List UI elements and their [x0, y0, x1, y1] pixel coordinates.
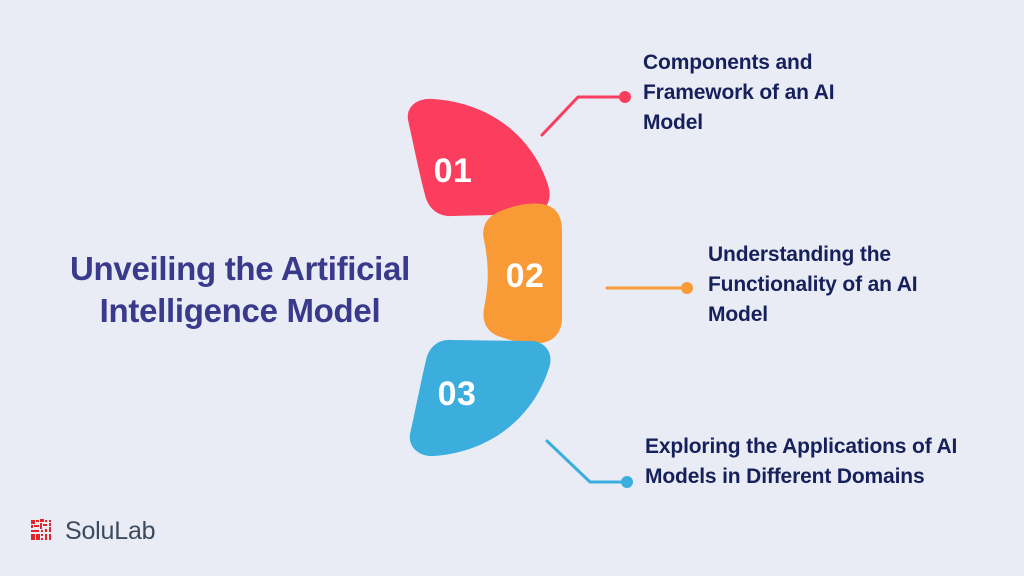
step-label-1: Components and Framework of an AI Model	[643, 51, 835, 134]
segment-number-01: 01	[434, 152, 473, 190]
logo-text: SoluLab	[65, 516, 156, 545]
logo[interactable]: SoluLab	[30, 516, 156, 545]
arc-segment-02[interactable]: 02	[483, 203, 562, 344]
step-label-2: Understanding the Functionality of an AI…	[708, 243, 918, 326]
arc-segment-03[interactable]: 03	[409, 339, 551, 457]
segment-shape-blue	[409, 339, 551, 457]
solulab-mark-icon	[31, 519, 51, 540]
segment-shape-orange	[483, 203, 562, 344]
step-label-3: Exploring the Applications of AI Models …	[645, 435, 958, 488]
segment-shape-red	[407, 98, 550, 217]
connector-line-2	[605, 282, 693, 294]
arc-segments-graphic: 01 02 03	[380, 90, 600, 500]
page-title: Unveiling the Artificial Intelligence Mo…	[70, 250, 410, 330]
arc-segment-01[interactable]: 01	[407, 98, 550, 217]
connector-dot-orange	[681, 282, 693, 294]
segment-number-02: 02	[506, 257, 545, 295]
connector-dot-red	[619, 91, 631, 103]
connector-dot-blue	[621, 476, 633, 488]
segment-number-03: 03	[438, 375, 477, 413]
